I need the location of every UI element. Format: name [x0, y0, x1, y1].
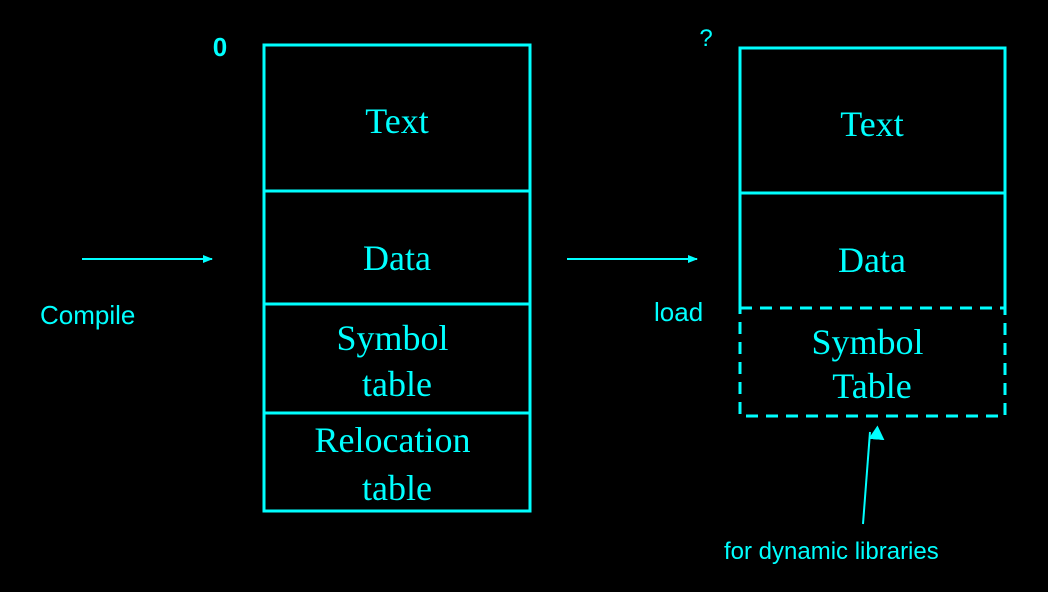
right-address-label: ?	[699, 25, 712, 52]
dashed-symbol-table-box	[738, 306, 1007, 418]
loaded-image-column: ? Text Data Symbol Table	[699, 25, 1007, 418]
left-text-segment-label: Text	[365, 101, 428, 141]
object-file-outline	[262, 43, 532, 513]
right-data-segment-label: Data	[838, 240, 906, 280]
compile-arrow-group: Compile	[40, 255, 213, 330]
left-symbol-table-label: Symbol table	[336, 318, 457, 404]
load-arrow-group: load	[567, 255, 703, 327]
annotation-arrow	[862, 425, 885, 525]
left-relocation-table-label: Relocation table	[315, 420, 480, 508]
right-text-segment-label: Text	[840, 104, 903, 144]
loaded-image-outline	[738, 46, 1007, 308]
annotation-label: for dynamic libraries	[724, 538, 939, 565]
right-symbol-table-label: Symbol Table	[811, 322, 932, 406]
left-address-label: 0	[213, 32, 227, 62]
compile-label: Compile	[40, 300, 135, 330]
left-data-segment-label: Data	[363, 238, 431, 278]
object-file-column: 0 Text Data Symbol table Relocation tabl…	[213, 32, 532, 513]
load-label: load	[654, 297, 703, 327]
dynamic-libraries-annotation: for dynamic libraries	[724, 425, 939, 565]
